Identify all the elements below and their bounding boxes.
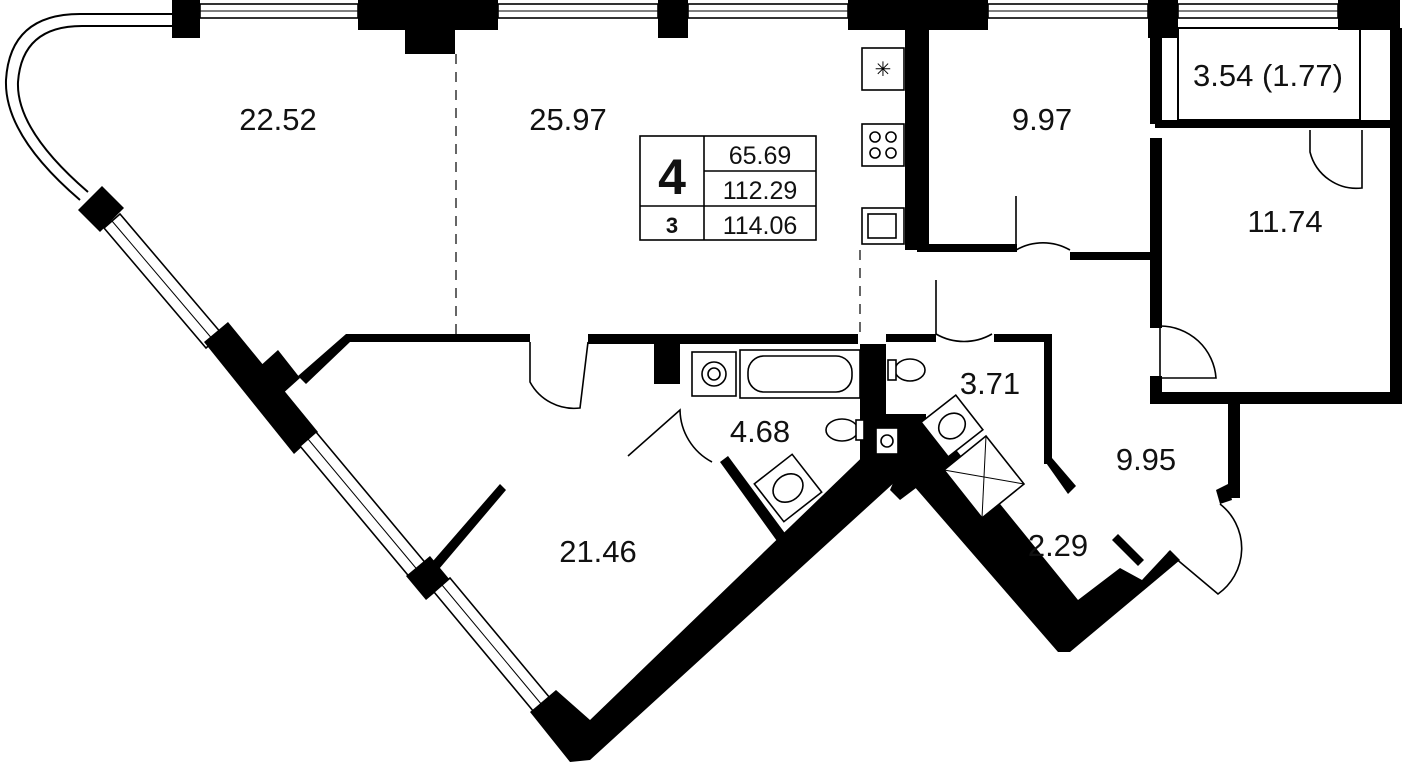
living-area: 65.69 <box>729 142 792 170</box>
room-area-label: 3.71 <box>960 366 1020 401</box>
wc-toilet-icon <box>894 358 926 382</box>
room-area-label: 25.97 <box>529 102 607 137</box>
interior-walls <box>298 27 1402 582</box>
floor-number: 3 <box>666 213 678 238</box>
room-area-label: 2.29 <box>1028 528 1088 563</box>
rooms-count: 4 <box>658 149 686 205</box>
bottom-walls <box>530 420 1180 762</box>
room-area-label: 9.97 <box>1012 102 1072 137</box>
room-area-label: 9.95 <box>1116 442 1176 477</box>
top-wall <box>172 0 1400 54</box>
toilet-icon <box>825 418 859 442</box>
bathroom-fixtures <box>691 349 1026 523</box>
kitchen-fixtures: ✳ <box>861 47 905 245</box>
total-area: 112.29 <box>723 177 798 205</box>
total-area-with-balcony: 114.06 <box>723 212 798 240</box>
room-area-label: 4.68 <box>730 414 790 449</box>
room-area-label: 3.54 (1.77) <box>1193 58 1343 93</box>
svg-text:✳: ✳ <box>875 57 892 81</box>
doors <box>529 130 1363 596</box>
room-area-label: 11.74 <box>1247 204 1322 239</box>
diagonal-facade <box>78 186 552 714</box>
room-area-label: 22.52 <box>239 102 317 137</box>
apartment-info-box: 4 3 65.69 112.29 114.06 <box>639 135 817 241</box>
stove-icon <box>861 123 905 167</box>
room-area-label: 21.46 <box>559 534 637 569</box>
curved-facade <box>4 13 172 201</box>
fridge-icon <box>861 47 905 91</box>
